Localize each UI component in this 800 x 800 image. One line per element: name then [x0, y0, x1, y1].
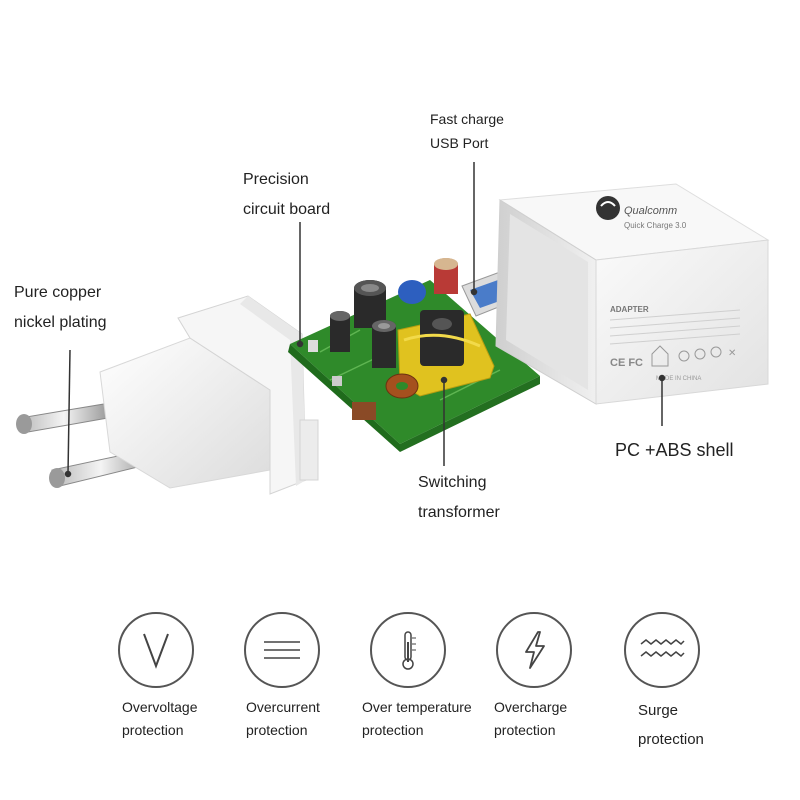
circuit-board-part: [288, 258, 540, 452]
plug-part: [16, 295, 319, 495]
callout-transformer-line1: Switching: [418, 474, 487, 491]
callout-usb-line2: USB Port: [430, 135, 489, 151]
feature-over-temperature-line1: Over temperature: [362, 699, 472, 715]
callout-usb: Fast charge USB Port: [430, 107, 504, 155]
callout-pins: Pure copper nickel plating: [14, 278, 107, 338]
surge-wave-icon: [624, 612, 700, 688]
lightning-icon: [496, 612, 572, 688]
leader-lines: [64, 162, 666, 478]
callout-board-line2: circuit board: [243, 201, 331, 218]
feature-surge: Surge protection: [624, 612, 754, 754]
overvoltage-icon: [118, 612, 194, 688]
svg-text:✕: ✕: [728, 348, 736, 359]
capacitor-group: [330, 280, 396, 368]
feature-over-temperature-line2: protection: [362, 722, 424, 738]
leader-pins: [67, 349, 71, 475]
feature-surge-line1: Surge: [638, 702, 679, 719]
pin-bottom-tip: [49, 468, 65, 488]
shell-part: Qualcomm Quick Charge 3.0 ADAPTER CE FC …: [495, 183, 770, 405]
thermometer-icon: [370, 612, 446, 688]
svg-text:CE FC: CE FC: [610, 357, 643, 369]
feature-overcurrent: Overcurrent protection: [244, 612, 374, 742]
feature-overcharge: Overcharge protection: [494, 612, 626, 742]
callout-shell: PC +ABS shell: [615, 436, 734, 464]
feature-overvoltage-line2: protection: [122, 722, 184, 738]
shell-brand-text: Qualcomm: [624, 205, 677, 217]
callout-board-line1: Precision: [243, 171, 309, 188]
transformer-part: [397, 310, 495, 397]
pin-top-tip: [16, 414, 32, 434]
callout-board: Precision circuit board: [243, 165, 330, 225]
shell-heading-text: ADAPTER: [610, 305, 649, 314]
feature-overvoltage: Overvoltage protection: [118, 612, 248, 742]
overcurrent-icon: [244, 612, 320, 688]
feature-overcurrent-line1: Overcurrent: [246, 699, 320, 715]
callout-pins-line1: Pure copper: [14, 284, 102, 301]
feature-overvoltage-line1: Overvoltage: [122, 699, 198, 715]
feature-overcharge-line1: Overcharge: [494, 699, 568, 715]
callout-transformer: Switching transformer: [418, 468, 500, 528]
callout-pins-line2: nickel plating: [14, 314, 107, 331]
shell-made-in-text: MADE IN CHINA: [656, 376, 701, 382]
pin-top: [19, 403, 109, 433]
callout-usb-line1: Fast charge: [430, 111, 504, 127]
blue-capacitor: [398, 280, 426, 304]
feature-over-temperature: Over temperature protection: [362, 612, 500, 742]
callout-shell-line1: PC +ABS shell: [615, 440, 734, 460]
feature-surge-line2: protection: [638, 731, 704, 748]
callout-transformer-line2: transformer: [418, 504, 500, 521]
feature-overcurrent-line2: protection: [246, 722, 308, 738]
shell-qc-text: Quick Charge 3.0: [624, 221, 687, 230]
feature-overcharge-line2: protection: [494, 722, 556, 738]
